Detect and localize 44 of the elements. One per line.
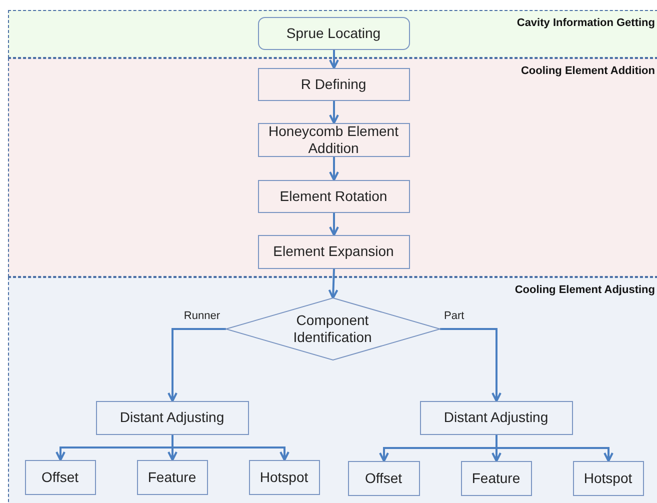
- node-label: Hotspot: [260, 468, 308, 486]
- swimlane-band: [8, 277, 657, 503]
- process-box: [460, 460, 532, 496]
- node-label: Component Identification: [292, 312, 373, 346]
- node-label: Feature: [472, 470, 520, 486]
- node-label: Element Rotation: [280, 188, 388, 204]
- node-label: R Defining: [300, 76, 366, 92]
- arrow: [328, 268, 338, 299]
- lane-heading: Cooling Element Addition: [520, 64, 655, 79]
- process-box: [96, 400, 248, 434]
- lane-heading: Cavity Information Getting: [516, 16, 655, 31]
- swimlane-band: [8, 10, 657, 58]
- arrow: [496, 435, 614, 462]
- process-box: [136, 460, 208, 494]
- process-box: [348, 460, 420, 496]
- arrow: [329, 101, 339, 124]
- edge-label: Part: [443, 310, 466, 322]
- node-label: Offset: [364, 470, 402, 486]
- arrow: [329, 157, 339, 181]
- arrow: [440, 328, 502, 402]
- process-box: [258, 68, 410, 100]
- arrow: [329, 213, 339, 236]
- process-box: [258, 180, 410, 212]
- edge-label: Runner: [182, 310, 221, 322]
- node-label: Offset: [41, 468, 79, 486]
- process-box: [572, 460, 644, 496]
- node-label: Honeycomb Element Addition: [268, 122, 400, 156]
- process-box: [420, 400, 572, 434]
- arrow: [329, 50, 339, 69]
- process-box: [258, 234, 410, 268]
- arrow: [172, 435, 290, 461]
- lane-heading: Cooling Element Adjusting: [514, 283, 655, 298]
- node-label: Sprue Locating: [286, 24, 381, 42]
- decision-diamond: [226, 298, 440, 360]
- node-label: Hotspot: [584, 470, 632, 486]
- node-label: Distant Adjusting: [120, 409, 224, 426]
- process-box: [248, 460, 320, 494]
- process-box: [24, 460, 96, 494]
- node-label: Feature: [148, 468, 196, 486]
- node-label: Distant Adjusting: [444, 409, 548, 426]
- arrow: [168, 328, 226, 402]
- node-label: Element Expansion: [273, 243, 394, 260]
- start-box: [258, 16, 410, 50]
- swimlane-band: [8, 58, 657, 277]
